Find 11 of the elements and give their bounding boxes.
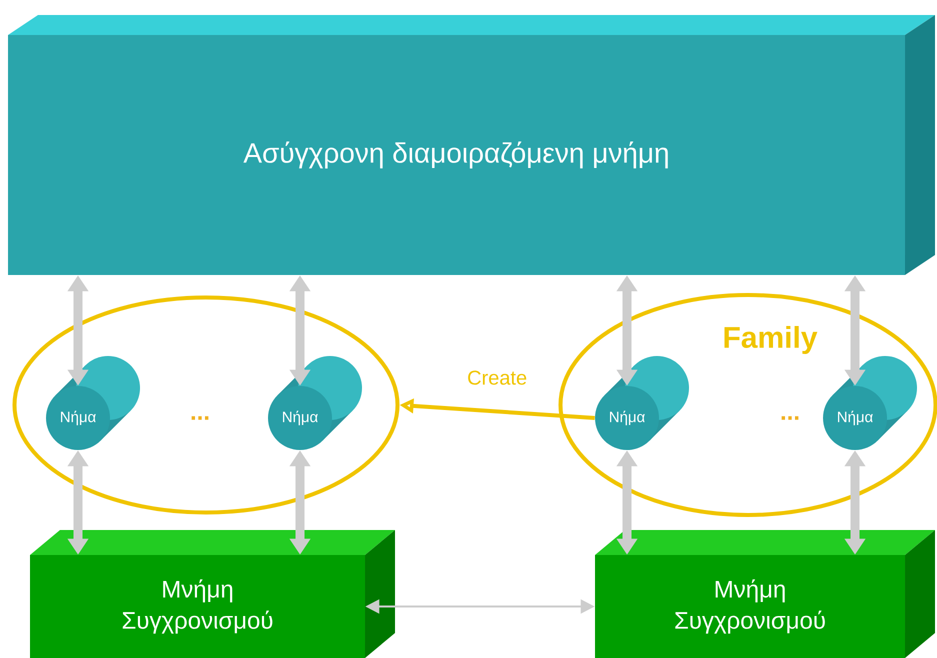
thread-cylinder: Νήμα bbox=[595, 356, 689, 450]
thread-cylinder: Νήμα bbox=[268, 356, 362, 450]
edge-label: Create bbox=[468, 370, 526, 385]
memory-block: Μνήμη Συγχρονισμού bbox=[595, 530, 936, 658]
thread-cylinder: Νήμα bbox=[823, 356, 917, 450]
group-ellipse bbox=[12, 296, 400, 514]
block: Ασύγχρονη διαμοιραζόμενη μνήμη bbox=[8, 15, 936, 275]
ellipsis: ... bbox=[782, 416, 798, 420]
ellipsis: ... bbox=[192, 416, 208, 420]
memory-block: Μνήμη Συγχρονισμού bbox=[30, 530, 395, 658]
thread-cylinder: Νήμα bbox=[46, 356, 140, 450]
